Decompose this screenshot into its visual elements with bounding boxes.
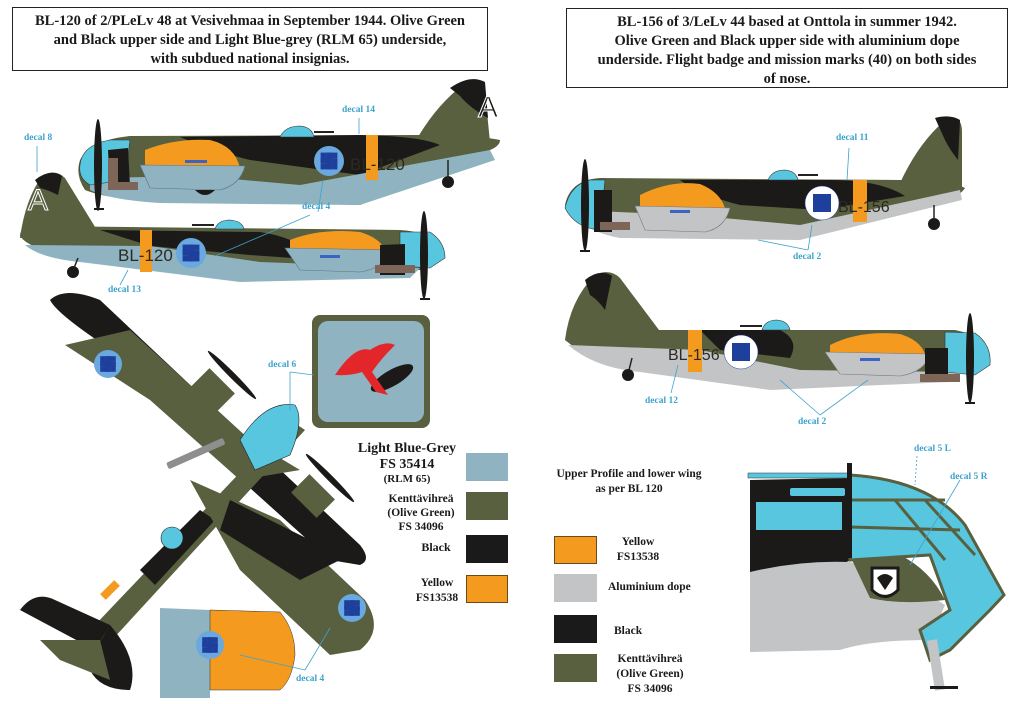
swatch-black xyxy=(466,535,508,563)
swatch-olive-green xyxy=(466,492,508,520)
decal-4-bottom-label: decal 4 xyxy=(296,674,325,684)
legend-right-black-label: Black xyxy=(614,625,643,637)
caption-bl156-line1: BL-156 of 3/LeLv 44 based at Onttola in … xyxy=(617,14,957,30)
bl120-tail-letter-top: A xyxy=(478,91,498,124)
decal-5r-label: decal 5 R xyxy=(950,472,988,482)
decal-6-label: decal 6 xyxy=(268,360,297,370)
legend-left-light-blue-grey-label: Light Blue-Grey FS 35414 (RLM 65) xyxy=(352,441,462,486)
legend-text: Yellow xyxy=(420,577,454,589)
legend-text: (RLM 65) xyxy=(383,473,431,485)
legend-text: FS13538 xyxy=(616,551,660,563)
legend-text: Yellow xyxy=(621,536,655,548)
legend-right-aluminium-label: Aluminium dope xyxy=(608,581,691,593)
swatch-yellow-right xyxy=(554,536,597,564)
legend-left-black-label: Black xyxy=(421,540,451,554)
bl120-tail-letter-bottom: A xyxy=(28,184,48,217)
swatch-light-blue-grey xyxy=(466,453,508,481)
caption-bl156-line4: of nose. xyxy=(763,71,811,87)
decal-8-label: decal 8 xyxy=(24,133,53,143)
bl156-left-profile: BL-156 xyxy=(564,116,965,252)
decal-13-label: decal 13 xyxy=(108,285,141,295)
decal-4-top-label: decal 4 xyxy=(302,202,331,212)
decal-2-top-label: decal 2 xyxy=(793,252,822,262)
swatch-yellow xyxy=(466,575,508,603)
bl120-serial-bottom: BL-120 xyxy=(118,246,173,265)
legend-text: FS 35414 xyxy=(379,457,435,472)
legend-right-note: Upper Profile and lower wing as per BL 1… xyxy=(544,467,714,497)
swatch-olive-green-right xyxy=(554,654,597,682)
legend-note-line: Upper Profile and lower wing xyxy=(556,468,702,480)
legend-text: Kenttävihreä xyxy=(388,493,454,505)
legend-text: FS13538 xyxy=(415,592,459,604)
bl120-left-profile: BL-120 A xyxy=(78,79,500,211)
decal-11-label: decal 11 xyxy=(836,133,869,143)
caption-bl156: BL-156 of 3/LeLv 44 based at Onttola in … xyxy=(566,8,1008,88)
legend-left-yellow-label: Yellow FS13538 xyxy=(410,576,464,606)
decal-2-bottom-label: decal 2 xyxy=(798,417,827,427)
caption-bl156-line3: underside. Flight badge and mission mark… xyxy=(597,52,977,68)
bl120-serial-top: BL-120 xyxy=(350,155,405,174)
swatch-aluminium xyxy=(554,574,597,602)
bl156-serial-bottom: BL-156 xyxy=(668,347,720,364)
decal-leader-lines xyxy=(36,118,961,671)
legend-note-line: as per BL 120 xyxy=(595,483,663,495)
legend-right-yellow-label: Yellow FS13538 xyxy=(608,535,668,565)
caption-bl120-line1: BL-120 of 2/PLeLv 48 at Vesivehmaa in Se… xyxy=(34,13,465,29)
caption-bl120-line3: with subdued national insignias. xyxy=(150,51,350,67)
decal-5l-label: decal 5 L xyxy=(914,444,951,454)
decal-12-label: decal 12 xyxy=(645,396,678,406)
decal-14-label: decal 14 xyxy=(342,105,375,115)
caption-bl156-line2: Olive Green and Black upper side with al… xyxy=(614,33,960,49)
legend-right-olive-green-label: Kenttävihreä (Olive Green) FS 34096 xyxy=(610,652,690,697)
bl120-plan-view xyxy=(20,293,374,698)
bl120-right-profile: BL-120 A xyxy=(20,172,446,300)
legend-text: FS 34096 xyxy=(398,521,444,533)
caption-bl120-line2: and Black upper side and Light Blue-grey… xyxy=(53,32,447,48)
swatch-black-right xyxy=(554,615,597,643)
flight-badge-illustration xyxy=(312,315,430,428)
bl156-nose-detail xyxy=(747,463,1006,691)
bl156-right-profile: BL-156 xyxy=(565,272,991,404)
caption-bl120: BL-120 of 2/PLeLv 48 at Vesivehmaa in Se… xyxy=(12,7,488,71)
legend-text: Kenttävihreä xyxy=(617,653,683,665)
legend-text: Light Blue-Grey xyxy=(357,441,457,456)
legend-text: (Olive Green) xyxy=(387,507,455,519)
legend-text: (Olive Green) xyxy=(616,668,684,680)
legend-left-olive-green-label: Kenttävihreä (Olive Green) FS 34096 xyxy=(378,492,464,534)
legend-text: FS 34096 xyxy=(627,683,673,695)
bl156-serial-top: BL-156 xyxy=(838,199,890,216)
